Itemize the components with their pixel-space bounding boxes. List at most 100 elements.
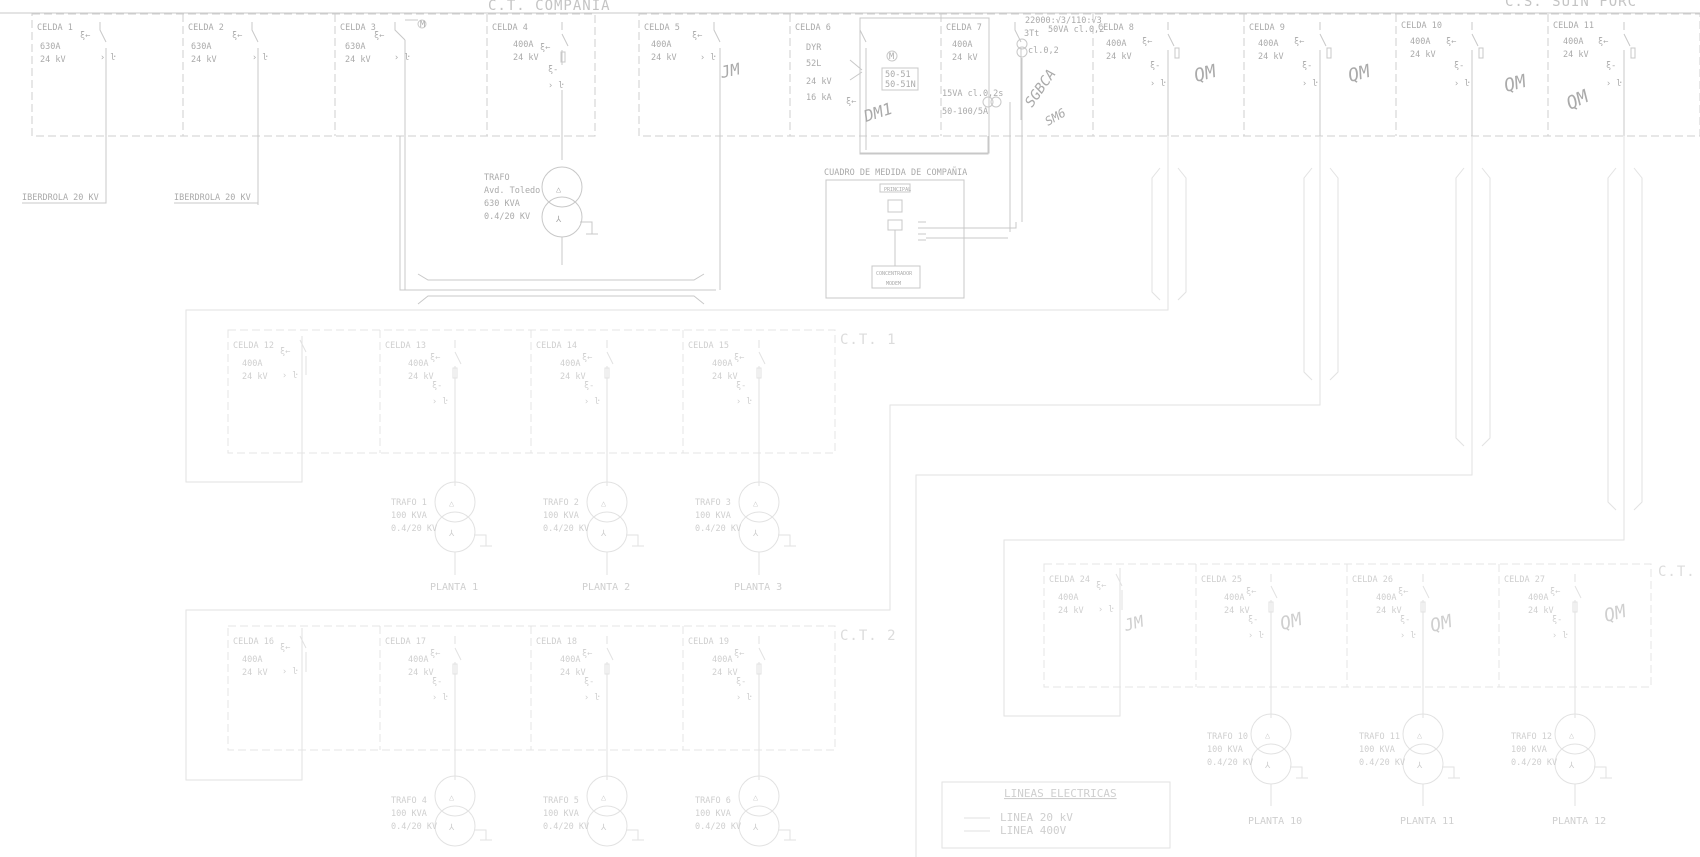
cell-label: CELDA 25 [1201,575,1242,585]
cell-current: 400A [1258,39,1278,49]
cell-26: CELDA 26 400A 24 kV [1352,575,1402,616]
cell-voltage: 24 kV [408,668,434,678]
svg-text:⅄: ⅄ [1416,761,1423,771]
svg-text:⅄: ⅄ [555,215,562,225]
svg-text:ξ‑: ξ‑ [432,381,442,391]
ct1-switches [299,339,766,486]
cell-label: CELDA 19 [688,637,729,647]
svg-text:⅄: ⅄ [752,823,759,833]
svg-text:› ŀ: › ŀ [1606,79,1622,89]
svg-text:△: △ [753,793,759,803]
cell-voltage: 24 kV [1106,52,1132,62]
svg-text:› ŀ: › ŀ [1400,631,1416,641]
planta-label: PLANTA 1 [430,582,478,593]
cell-current: 400A [712,359,732,369]
cell-current: 400A [1528,593,1548,603]
cell-11: CELDA 11 400A 24 kV [1553,21,1594,60]
cell-voltage: 24 kV [651,53,677,63]
trafo-power: 100 KVA [543,511,579,521]
svg-text:ξ←: ξ← [374,31,384,41]
trafo-main: △ ⅄ TRAFO Avd. Toledo 630 KVA 0.4/20 KV [484,166,598,265]
iberdrola-1-label: IBERDROLA 20 KV [22,193,99,203]
cell-label: CELDA 17 [385,637,426,647]
cell-current: 400A [408,655,428,665]
svg-text:ξ←: ξ← [582,649,592,659]
hand-qm-26: QM [1428,611,1455,637]
trafo-12: △⅄ TRAFO 12 100 KVA 0.4/20 KV PLANTA 12 [1511,713,1612,827]
svg-text:ξ←: ξ← [582,353,592,363]
cell-label: CELDA 4 [492,23,528,33]
trafo-voltage: 0.4/20 KV [1511,758,1557,768]
legend-title: LINEAS ELECTRICAS [1004,787,1117,800]
cell-current: 400A [1224,593,1244,603]
svg-text:ξ‑: ξ‑ [1606,61,1616,71]
svg-text:ξ←: ξ← [280,643,290,653]
title-ct1: C.T. 1 [840,332,897,348]
cell-current: 400A [651,40,671,50]
svg-text:ξ←: ξ← [734,353,744,363]
cell-current: 400A [952,40,972,50]
ct1-frame [227,329,836,454]
svg-text:› ŀ: › ŀ [1150,79,1166,89]
cell-2: CELDA 2 630A 24 kV [188,23,224,65]
motor-label: M [420,20,425,30]
svg-text:ξ←: ξ← [1246,587,1256,597]
cell-8: CELDA 8 400A 24 kV [1098,23,1134,62]
trafo-11: △⅄ TRAFO 11 100 KVA 0.4/20 KV PLANTA 11 [1359,713,1460,827]
svg-text:› ŀ: › ŀ [282,371,298,381]
hand-qm-11: QM [1563,86,1593,115]
svg-text:ξ←: ξ← [430,649,440,659]
vt-ratio: 22000:√3/110:√3 [1025,16,1102,26]
cell-label: CELDA 8 [1098,23,1134,33]
legend-line-400v: LINEA 400V [1000,824,1067,837]
trafo-name: TRAFO 5 [543,796,579,806]
svg-text:ξ←: ξ← [430,353,440,363]
trafo-10: △⅄ TRAFO 10 100 KVA 0.4/20 KV PLANTA 10 [1207,713,1308,827]
switch-symbols-top [99,19,1636,290]
svg-text:△: △ [1265,731,1271,741]
cell-14: CELDA 14 400A 24 kV [536,341,586,382]
hand-qm-27: QM [1602,601,1629,627]
cell-voltage: 24 kV [1058,606,1084,616]
cell-25: CELDA 25 400A 24 kV [1201,575,1250,616]
svg-text:ξ←: ξ← [540,43,550,53]
svg-text:› ŀ: › ŀ [1248,631,1264,641]
ct1-arrows: ξ←› ŀ ξ←ξ‑› ŀ ξ←ξ‑› ŀ ξ←ξ‑› ŀ [280,347,752,407]
cell-1: CELDA 1 630A 24 kV [37,23,73,65]
cell-label: CELDA 18 [536,637,577,647]
cell-label: CELDA 24 [1049,575,1090,585]
cell-voltage: 24 kV [1258,52,1284,62]
trafo-name: TRAFO 4 [391,796,427,806]
cell-voltage: 24 kV [1563,50,1589,60]
cell-current: 400A [1410,37,1430,47]
cell-voltage: 24 kV [242,372,268,382]
cell-voltage: 24 kV [513,53,539,63]
svg-text:ξ←: ξ← [1142,37,1152,47]
svg-text:⅄: ⅄ [448,823,455,833]
planta-label: PLANTA 12 [1552,816,1606,827]
relay-box: 50-51 50-51N [881,67,919,91]
hand-sm6: SM6 [1043,106,1069,129]
trafo-voltage: 0.4/20 KV [1207,758,1253,768]
svg-text:ξ←: ξ← [1598,37,1608,47]
cell-label: CELDA 15 [688,341,729,351]
measure-transformers: 22000:√3/110:√3 50VA cl.0,2 3Tt cl.0,2 1… [859,16,1104,232]
svg-text:⅄: ⅄ [1568,761,1575,771]
trafo-power: 100 KVA [391,511,427,521]
cell-current: 630A [191,42,211,52]
trafo-main-voltage: 0.4/20 KV [484,212,530,222]
cell-10: CELDA 10 400A 24 kV [1401,21,1442,60]
svg-text:ξ←: ξ← [80,31,90,41]
cell-label: CELDA 16 [233,637,274,647]
hand-jm-24: JM [1121,611,1147,635]
hand-jm: JM [718,59,743,82]
trafo-power: 100 KVA [543,809,579,819]
svg-text:ξ←: ξ← [1096,581,1106,591]
title-ct2: C.T. 2 [840,628,897,644]
svg-text:△: △ [449,793,455,803]
svg-text:ξ←: ξ← [734,649,744,659]
svg-text:⅄: ⅄ [600,529,607,539]
ct-compania-frame [31,13,596,137]
relay-5051: 50-51 [885,70,911,80]
